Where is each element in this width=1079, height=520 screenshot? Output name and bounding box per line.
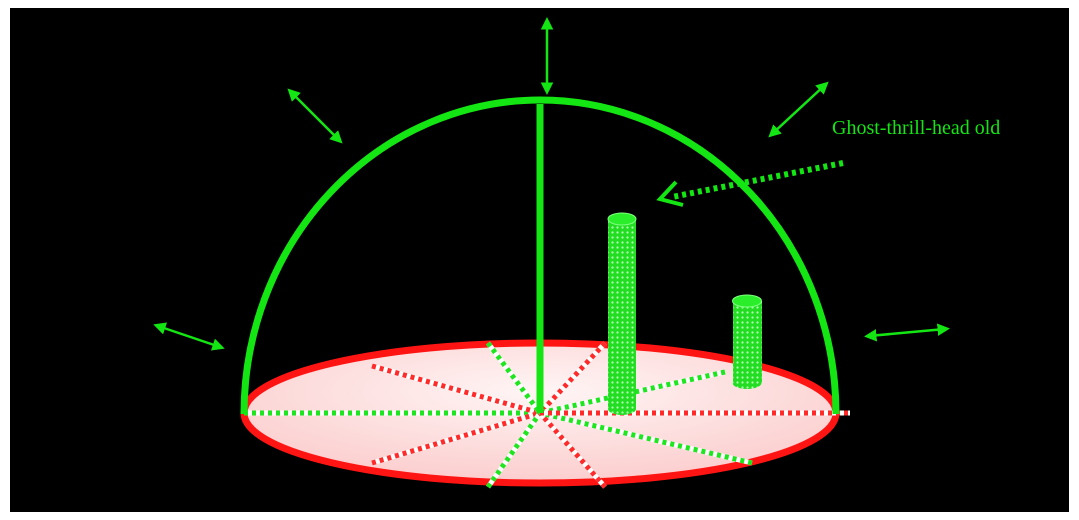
tall-cylinder xyxy=(607,212,637,415)
short-cylinder xyxy=(732,294,762,389)
stripe-3 xyxy=(485,341,543,415)
pointer-arrow-icon xyxy=(656,160,844,207)
dome-arc xyxy=(240,96,840,415)
expansion-arrows xyxy=(153,17,950,351)
arrow-left-icon xyxy=(153,322,225,351)
arrow-upper-left-icon xyxy=(287,88,343,144)
arrow-right-icon xyxy=(864,323,950,342)
stripe-2 xyxy=(371,410,541,466)
stripe-base-8 xyxy=(539,410,753,466)
arrow-upper-right-icon xyxy=(768,81,829,138)
stripe-base-5 xyxy=(538,341,607,415)
stripe-1 xyxy=(371,363,541,416)
ghost-label: Ghost-thrill-head old xyxy=(832,117,1000,139)
disk-stripes xyxy=(244,341,850,489)
stripe-6 xyxy=(538,411,607,489)
stripe-4 xyxy=(485,411,543,489)
